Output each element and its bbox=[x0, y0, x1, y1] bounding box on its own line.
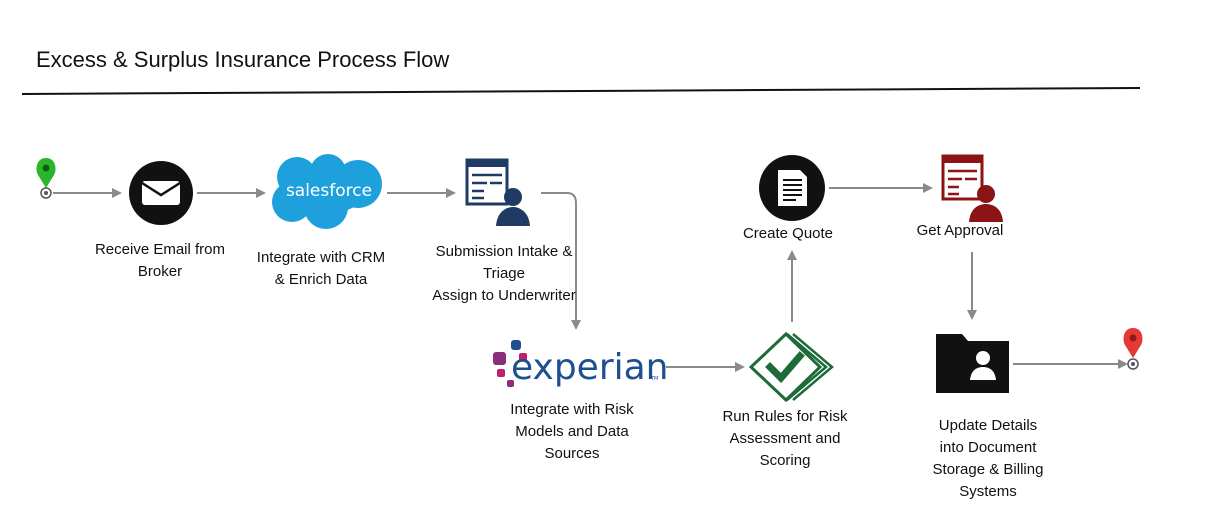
intake-form-person-icon bbox=[465, 158, 530, 226]
step-label-approval: Get Approval bbox=[898, 220, 1022, 242]
step-label-line: Systems bbox=[959, 483, 1017, 500]
step-label-intake: Submission Intake & Triage Assign to Und… bbox=[414, 241, 594, 307]
step-label-rules: Run Rules for Risk Assessment and Scorin… bbox=[708, 406, 862, 472]
step-label-line: Update Details bbox=[938, 417, 1038, 434]
step-label-risk-models: Integrate with Risk Models and Data Sour… bbox=[494, 399, 650, 465]
step-label-line: Create Quote bbox=[742, 225, 834, 242]
approval-form-person-icon bbox=[941, 154, 1003, 222]
step-label-line: Assessment and bbox=[729, 430, 841, 447]
step-label-line: Receive Email from bbox=[94, 241, 226, 258]
arrow-intake-to-experian bbox=[541, 192, 581, 330]
end-map-pin-icon bbox=[1123, 328, 1143, 370]
step-label-line: into Document bbox=[939, 439, 1037, 456]
step-label-line: Integrate with Risk bbox=[510, 401, 634, 418]
connectors bbox=[53, 183, 1128, 372]
step-label-line: Scoring bbox=[759, 452, 811, 469]
experian-logo: experian TM bbox=[493, 340, 669, 388]
step-label-storage: Update Details into Document Storage & B… bbox=[916, 415, 1060, 503]
page-title: Excess & Surplus Insurance Process Flow bbox=[36, 47, 450, 72]
envelope-icon bbox=[129, 161, 193, 225]
step-label-line: Assign to Underwriter bbox=[432, 287, 576, 304]
step-label-line: Submission Intake & bbox=[435, 243, 573, 260]
step-label-line: Sources bbox=[544, 445, 600, 462]
checklist-stack-icon bbox=[748, 331, 834, 403]
experian-trademark: TM bbox=[650, 376, 658, 382]
step-label-line: & Enrich Data bbox=[274, 271, 368, 288]
step-label-line: Storage & Billing bbox=[932, 461, 1044, 478]
step-label-line: Run Rules for Risk bbox=[722, 408, 848, 425]
step-label-line: Broker bbox=[137, 263, 183, 280]
step-label-line: Get Approval bbox=[916, 222, 1004, 239]
step-label-line: Integrate with CRM bbox=[256, 249, 386, 266]
step-label-quote: Create Quote bbox=[726, 223, 850, 245]
folder-person-icon bbox=[936, 334, 1009, 393]
experian-logo-text: experian bbox=[511, 347, 669, 388]
step-label-line: Triage bbox=[483, 265, 525, 282]
title-underline bbox=[21, 87, 1141, 95]
salesforce-logo-text: salesforce bbox=[286, 181, 372, 201]
step-label-crm: Integrate with CRM & Enrich Data bbox=[244, 247, 398, 291]
step-label-receive-email: Receive Email from Broker bbox=[84, 239, 236, 283]
salesforce-cloud-icon: salesforce bbox=[272, 154, 382, 229]
start-map-pin-icon bbox=[36, 158, 56, 199]
step-label-line: Models and Data bbox=[515, 423, 629, 440]
document-icon bbox=[759, 155, 825, 221]
